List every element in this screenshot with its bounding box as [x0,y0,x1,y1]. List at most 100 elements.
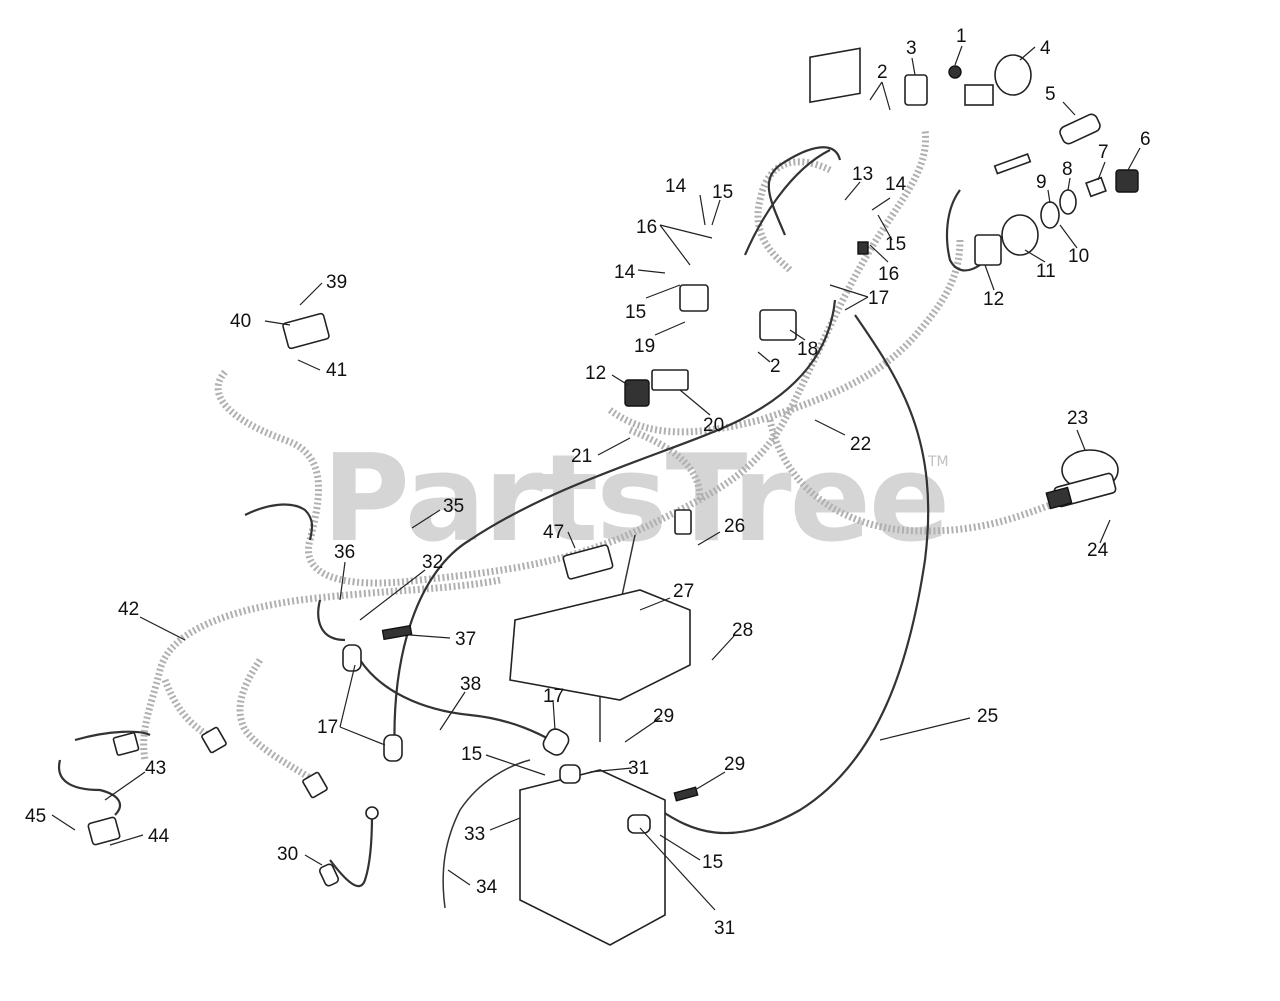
callout-26: 26 [724,516,745,537]
callout-5: 5 [1045,84,1056,105]
callout-28: 28 [732,620,753,641]
terminal-boot-left-part [342,644,362,672]
connector-42-part [201,726,227,754]
callout-11: 11 [1036,261,1056,282]
callout-14b: 14 [665,176,687,197]
callout-21: 21 [571,446,592,467]
callout-6: 6 [1140,129,1151,150]
clip-small-part [857,241,869,255]
callout-labels: 1 2 3 4 5 6 7 8 9 10 11 12 13 14 15 16 1… [25,26,1151,939]
callout-31a: 31 [628,758,649,779]
nut-part [948,65,962,79]
callout-15e: 15 [702,852,723,873]
watermark-tm: TM [927,454,949,470]
connector-pair-part [651,369,689,391]
callout-29b: 29 [724,754,745,775]
callout-29a: 29 [653,706,674,727]
callout-43: 43 [145,758,166,779]
callout-33: 33 [464,824,485,845]
ring-terminal-part [365,806,379,820]
main-harness [140,129,1052,781]
bracket-part [964,84,994,106]
callout-8: 8 [1062,159,1073,180]
callout-44: 44 [148,826,170,847]
battery-terminal-part [559,764,581,784]
connector-47-part [562,544,614,580]
bolt-37-part [381,624,413,641]
callout-47: 47 [543,522,564,543]
callout-10: 10 [1068,246,1089,267]
connector-42b-part [302,771,328,799]
callout-40: 40 [230,311,251,332]
key-part [993,153,1032,175]
callout-35: 35 [443,496,464,517]
fuse-holder-part [904,74,928,106]
callout-4: 4 [1040,38,1051,59]
callout-18: 18 [797,339,818,360]
callout-1: 1 [956,26,967,47]
callout-39: 39 [326,272,347,293]
callout-14a: 14 [885,174,907,195]
callout-37: 37 [455,629,476,650]
hour-meter-part [994,54,1032,96]
connector-43-part [112,732,140,756]
callout-16a: 16 [878,264,899,285]
terminal-boot-part [542,728,570,756]
switch-43-part [87,816,121,846]
callout-22: 22 [850,434,871,455]
connector-center-part [624,379,650,407]
connector-right-part [974,234,1002,266]
callout-20: 20 [703,415,724,436]
callout-36: 36 [334,542,355,563]
relay-left-part [282,312,330,350]
callout-12b: 12 [585,363,606,384]
callout-2b: 2 [770,356,781,377]
switch-body-part [1001,214,1039,256]
plug-part [1115,169,1139,193]
callout-9: 9 [1036,172,1047,193]
callout-41: 41 [326,360,347,381]
callout-45: 45 [25,806,46,827]
callout-12a: 12 [983,289,1004,310]
callout-19: 19 [634,336,655,357]
callout-15a: 15 [885,234,906,255]
battery-terminal-right-part [627,814,651,834]
parts [87,47,1139,946]
battery-part [519,769,666,946]
callout-27: 27 [673,581,694,602]
callout-17c: 17 [543,686,564,707]
callout-7: 7 [1098,142,1109,163]
callout-24: 24 [1087,540,1109,561]
callout-17b: 17 [317,717,338,738]
relay-part [679,284,709,312]
clip-part [1085,176,1107,198]
callout-15b: 15 [712,182,733,203]
callout-14c: 14 [614,262,636,283]
battery-cover-part [509,589,691,701]
callout-15c: 15 [625,302,646,323]
callout-34: 34 [476,877,498,898]
callout-38: 38 [460,674,481,695]
washer-part [1059,189,1077,215]
black-cables [57,146,981,909]
horn-connector-part [1045,486,1073,510]
leader-lines [51,45,1141,911]
nut-ring-part [1040,201,1060,229]
bolt-29-part [673,786,699,802]
cable-30-end-part [318,863,340,887]
module-part [759,309,797,341]
callout-23: 23 [1067,408,1088,429]
callout-3: 3 [906,38,917,59]
callout-15d: 15 [461,744,482,765]
callout-31b: 31 [714,918,735,939]
relay-bracket-part [809,47,861,104]
watermark-text: PartsTree [322,430,948,569]
callout-30: 30 [277,844,298,865]
callout-16b: 16 [636,217,657,238]
callout-25: 25 [977,706,998,727]
fuse-part [674,509,692,535]
callout-32: 32 [422,552,443,573]
terminal-boot-lower-part [383,734,403,762]
callout-13: 13 [852,164,873,185]
